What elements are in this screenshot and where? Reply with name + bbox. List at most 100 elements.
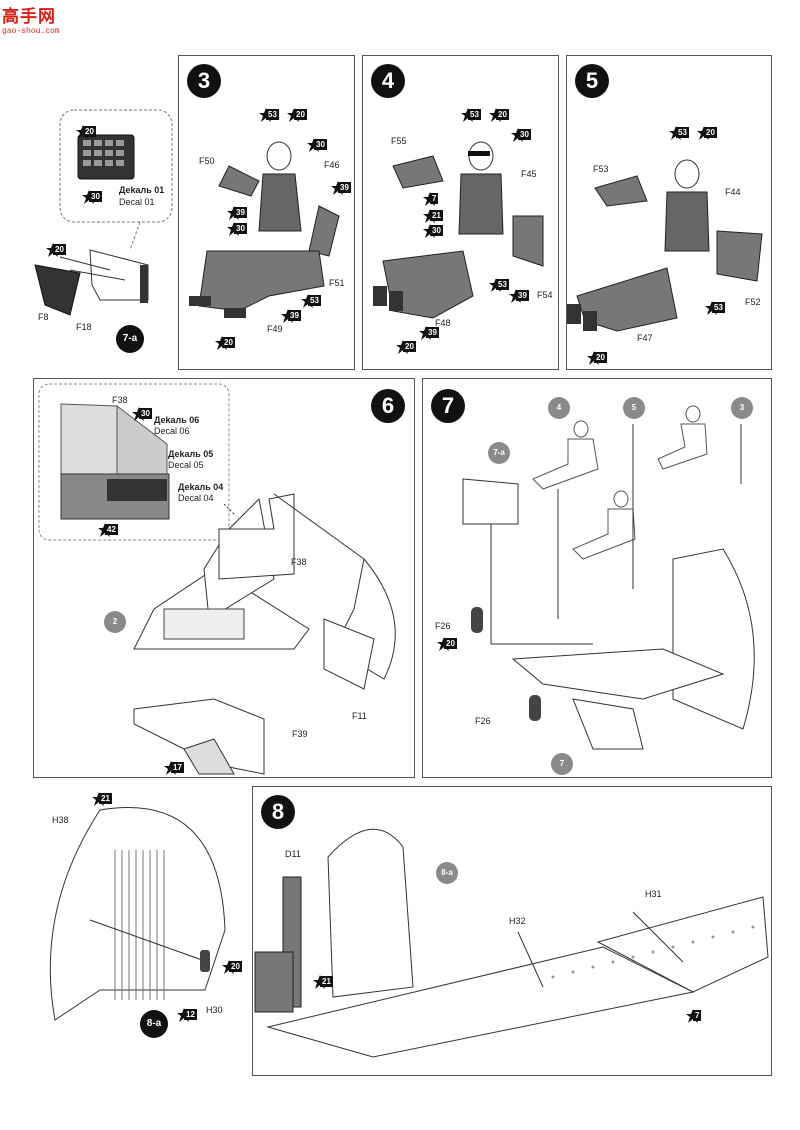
step6-panel: 6 F38 Деkaль 06 Decal 06 Деkaль 05 Decal… (33, 378, 415, 778)
step4-panel: 4 F55 F45 F48 F54 53 20 30 7 21 30 53 39… (362, 55, 559, 370)
ref-circle-5: 5 (623, 397, 645, 419)
star-badge: 20 (46, 243, 68, 257)
part-d11: D11 (285, 849, 301, 859)
star-badge: 20 (287, 108, 309, 122)
part-f8: F8 (38, 312, 49, 322)
star-badge: 39 (509, 289, 531, 303)
step-number: 5 (575, 64, 609, 98)
ref-8a: 8-a (140, 1010, 168, 1038)
part-f53: F53 (593, 164, 609, 174)
star-badge: 20 (489, 108, 511, 122)
part-f46: F46 (324, 160, 340, 170)
star-badge: 30 (307, 138, 329, 152)
floor-assembly-drawing (254, 828, 769, 1058)
star-badge: 30 (227, 222, 249, 236)
star-badge: 20 (437, 637, 459, 651)
part-f26: F26 (435, 621, 451, 631)
part-h32: H32 (509, 916, 526, 926)
star-badge: 53 (669, 126, 691, 140)
star-badge: 17 (164, 761, 186, 775)
part-f39: F39 (292, 729, 308, 739)
star-badge: 21 (423, 209, 445, 223)
pilot-figure-drawing (373, 141, 544, 319)
star-badge: 20 (76, 125, 98, 139)
part-f50: F50 (199, 156, 215, 166)
ref-circle-3: 3 (731, 397, 753, 419)
instrument-panel-drawing (77, 134, 135, 180)
watermark-logo: 高手网 gao-shou.com (2, 2, 72, 38)
part-h30: H30 (206, 1005, 223, 1015)
star-badge: 20 (396, 340, 418, 354)
part-f44: F44 (725, 187, 741, 197)
star-badge: 39 (281, 309, 303, 323)
star-badge: 30 (82, 190, 104, 204)
step-number: 4 (371, 64, 405, 98)
ref-7a: 7-a (116, 325, 144, 353)
star-badge: 7 (423, 192, 445, 206)
decal-06-en: Decal 06 (154, 426, 190, 436)
star-badge: 20 (215, 336, 237, 350)
ref-circle-7a: 7-a (488, 442, 510, 464)
star-badge: 39 (227, 206, 249, 220)
pilot-figure-drawing (567, 159, 763, 332)
inset-bubble (59, 109, 173, 251)
star-badge: 20 (222, 960, 244, 974)
decal-04-ru: Деkaль 04 (178, 482, 224, 492)
part-f38: F38 (291, 557, 307, 567)
step5-panel: 5 F53 F44 F47 F52 53 20 53 20 (566, 55, 772, 370)
step3-panel: 3 F50 F46 F51 F49 53 20 30 39 39 30 53 3… (178, 55, 355, 370)
step7-panel: 7 4 5 3 7-a 7 F26 F26 20 (422, 378, 772, 778)
ref-circle-7: 7 (551, 753, 573, 775)
bulkhead-drawing (49, 807, 226, 1021)
step-number: 8 (261, 795, 295, 829)
part-f26: F26 (475, 716, 491, 726)
part-h31: H31 (645, 889, 662, 899)
part-f49: F49 (267, 324, 283, 334)
inset-dashed-box (38, 383, 230, 541)
step-number: 7 (431, 389, 465, 423)
step-number: 6 (371, 389, 405, 423)
part-f47: F47 (637, 333, 653, 343)
decal-01-en: Decal 01 (119, 197, 155, 207)
part-f52: F52 (745, 297, 761, 307)
pilot-figure-drawing (189, 141, 340, 318)
part-h38: H38 (52, 815, 69, 825)
step8-panel: 8 D11 H31 H32 8-a 21 7 (252, 786, 772, 1076)
star-badge: 42 (98, 523, 120, 537)
ref-circle: 2 (104, 611, 126, 633)
star-badge: 7 (686, 1009, 708, 1023)
part-f55: F55 (391, 136, 407, 146)
decal-05-en: Decal 05 (168, 460, 204, 470)
cockpit-assembly-drawing (133, 493, 396, 775)
part-f48: F48 (435, 318, 451, 328)
star-badge: 53 (259, 108, 281, 122)
inset-part-f38: F38 (112, 395, 128, 405)
star-badge: 12 (177, 1008, 199, 1022)
watermark-url: gao-shou.com (2, 27, 60, 36)
part-f45: F45 (521, 169, 537, 179)
star-badge: 39 (419, 326, 441, 340)
cockpit-with-pilots-drawing (462, 405, 755, 750)
step-number: 3 (187, 64, 221, 98)
panel-parts-drawing (34, 249, 149, 316)
star-badge: 30 (132, 407, 154, 421)
star-badge: 21 (92, 792, 114, 806)
star-badge: 20 (697, 126, 719, 140)
part-f54: F54 (537, 290, 553, 300)
decal-04-en: Decal 04 (178, 493, 214, 503)
watermark-title: 高手网 (2, 7, 56, 26)
decal-06-ru: Деkaль 06 (154, 415, 200, 425)
star-badge: 53 (301, 294, 323, 308)
star-badge: 20 (587, 351, 609, 365)
star-badge: 21 (313, 975, 335, 989)
part-f51: F51 (329, 278, 345, 288)
star-badge: 30 (423, 224, 445, 238)
part-f18: F18 (76, 322, 92, 332)
star-badge: 30 (511, 128, 533, 142)
star-badge: 53 (705, 301, 727, 315)
ref-circle-4: 4 (548, 397, 570, 419)
decal-01-ru: Деkaль 01 (119, 185, 165, 195)
star-badge: 53 (461, 108, 483, 122)
star-badge: 39 (331, 181, 353, 195)
part-f11: F11 (352, 711, 367, 721)
